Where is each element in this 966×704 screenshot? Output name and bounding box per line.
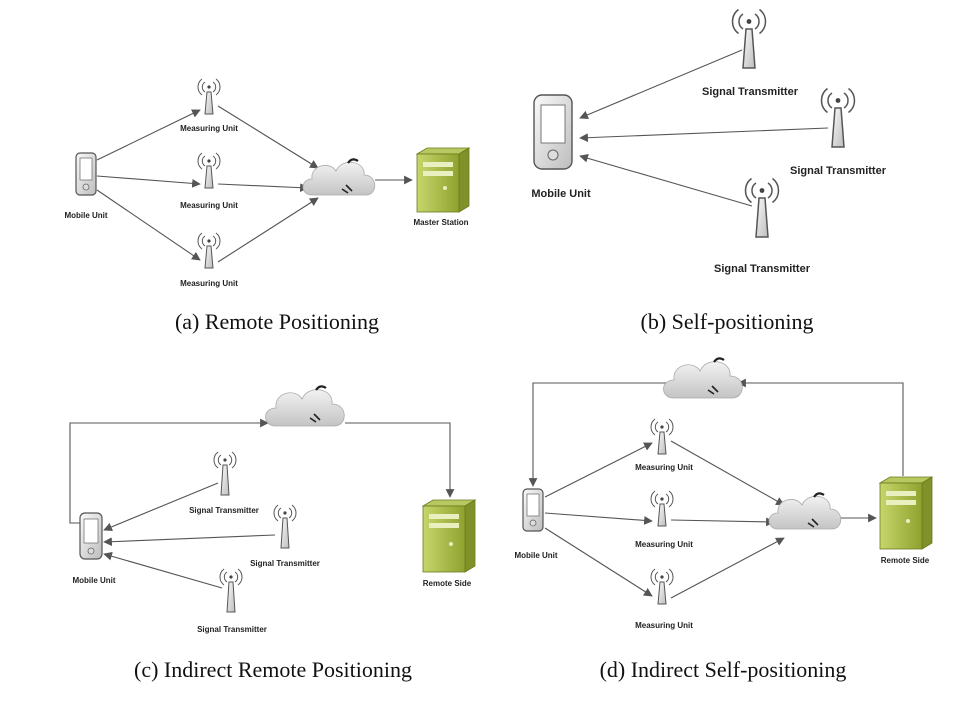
signal-transmitter-label: Signal Transmitter xyxy=(197,625,267,634)
cloud-icon xyxy=(302,158,376,196)
server-icon xyxy=(421,499,477,573)
edge xyxy=(579,127,829,143)
panel-c: Mobile Unit Signal Transmitter Signal Tr… xyxy=(69,385,477,682)
edge xyxy=(670,517,775,527)
caption-c: (c) Indirect Remote Positioning xyxy=(134,657,412,682)
edge xyxy=(69,418,269,524)
edge xyxy=(217,197,319,263)
antenna-icon xyxy=(219,568,243,613)
signal-transmitter-label: Signal Transmitter xyxy=(189,506,259,515)
master-station-label: Master Station xyxy=(413,218,468,227)
antenna-icon xyxy=(213,451,237,496)
signal-transmitter-label: Signal Transmitter xyxy=(250,559,320,568)
mobile-unit-label: Mobile Unit xyxy=(514,551,557,560)
signal-transmitter-label: Signal Transmitter xyxy=(714,263,811,275)
antenna-icon xyxy=(820,87,856,148)
signal-transmitter-label: Signal Transmitter xyxy=(702,86,799,98)
edge xyxy=(544,442,653,498)
antenna-icon xyxy=(197,78,221,115)
edge xyxy=(96,175,201,188)
edge xyxy=(103,534,276,547)
edge xyxy=(737,378,904,476)
caption-a: (a) Remote Positioning xyxy=(175,309,379,334)
edge xyxy=(670,440,785,506)
edge xyxy=(103,551,223,589)
panel-b-edges xyxy=(579,49,829,207)
edge xyxy=(544,527,653,597)
cloud-icon xyxy=(768,492,842,530)
measuring-unit-label: Measuring Unit xyxy=(180,201,238,210)
antenna-icon xyxy=(650,418,674,455)
panel-d: Mobile Unit Measuring Unit Measuring Uni… xyxy=(514,357,934,682)
edge xyxy=(96,109,201,161)
edge xyxy=(217,183,309,193)
mobile-unit-label: Mobile Unit xyxy=(72,576,115,585)
edge xyxy=(345,422,455,498)
phone-icon xyxy=(533,94,573,170)
edge xyxy=(544,512,653,525)
edge xyxy=(96,189,201,261)
measuring-unit-label: Measuring Unit xyxy=(635,463,693,472)
caption-b: (b) Self-positioning xyxy=(641,309,814,334)
phone-icon xyxy=(79,512,103,560)
antenna-icon xyxy=(731,8,767,69)
panel-b: Mobile Unit Signal Transmitter Signal Tr… xyxy=(531,8,887,334)
panel-a-edges xyxy=(96,105,413,263)
edge xyxy=(670,537,785,599)
panel-d-edges xyxy=(528,378,904,599)
panel-a: Mobile Unit Measuring Unit Measuring Uni… xyxy=(64,78,471,334)
mobile-unit-label: Mobile Unit xyxy=(531,188,591,200)
measuring-unit-label: Measuring Unit xyxy=(180,124,238,133)
phone-icon xyxy=(75,152,97,196)
remote-side-label: Remote Side xyxy=(423,579,472,588)
server-icon xyxy=(415,147,471,213)
antenna-icon xyxy=(197,232,221,269)
antenna-icon xyxy=(650,490,674,527)
caption-d: (d) Indirect Self-positioning xyxy=(600,657,847,682)
cloud-icon xyxy=(265,385,345,427)
measuring-unit-label: Measuring Unit xyxy=(635,540,693,549)
edge xyxy=(579,153,753,207)
antenna-icon xyxy=(744,177,780,238)
measuring-unit-label: Measuring Unit xyxy=(180,279,238,288)
edge xyxy=(579,49,743,119)
edge xyxy=(103,482,219,532)
server-icon xyxy=(878,476,934,550)
measuring-unit-label: Measuring Unit xyxy=(635,621,693,630)
signal-transmitter-label: Signal Transmitter xyxy=(790,165,887,177)
cloud-icon xyxy=(663,357,743,399)
edge xyxy=(217,105,319,169)
phone-icon xyxy=(522,488,544,532)
mobile-unit-label: Mobile Unit xyxy=(64,211,107,220)
remote-side-label: Remote Side xyxy=(881,556,930,565)
antenna-icon xyxy=(197,152,221,189)
panel-c-edges xyxy=(69,418,455,589)
antenna-icon xyxy=(273,504,297,549)
antenna-icon xyxy=(650,568,674,605)
edge xyxy=(528,382,668,487)
